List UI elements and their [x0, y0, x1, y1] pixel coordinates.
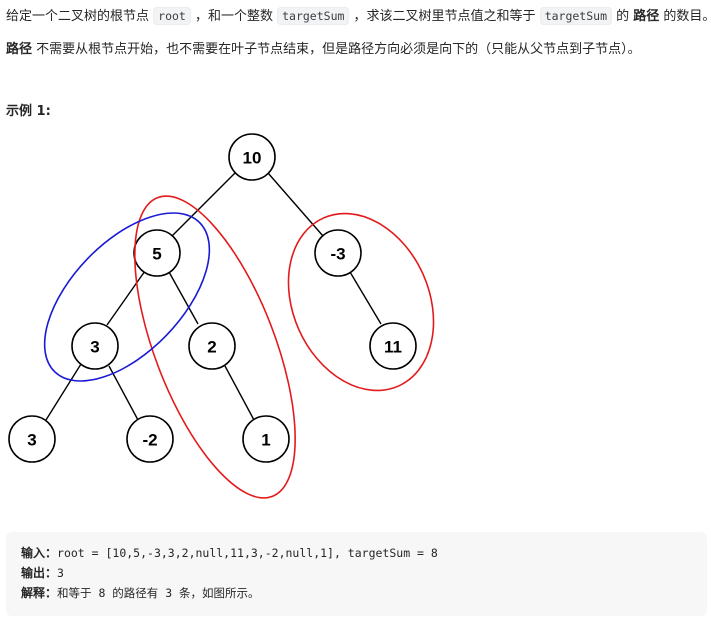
explain-label: 解释：: [21, 586, 58, 600]
intro-suffix: 的数目。: [659, 9, 711, 24]
edge-5-2: [168, 271, 199, 325]
path-definition: 路径 不需要从根节点开始，也不需要在叶子节点结束，但是路径方向必须是向下的（只能…: [6, 40, 641, 60]
tree-node: -2: [126, 415, 174, 463]
edge-10--3: [267, 172, 324, 237]
code-target-sum-2: targetSum: [539, 7, 612, 25]
example-output-line: 输出：3: [21, 563, 692, 583]
edge--3-11: [349, 271, 382, 325]
code-root: root: [153, 7, 191, 25]
example-box: 输入：root = [10,5,-3,3,2,null,11,3,-2,null…: [6, 532, 707, 616]
edge-3-3: [45, 363, 82, 421]
path-highlight-5-3: [43, 212, 211, 382]
node-3b-label: 3: [27, 431, 36, 450]
node-3-circle: [71, 322, 119, 370]
node-2-circle: [188, 322, 236, 370]
node-3b-circle: [8, 415, 56, 463]
intro-mid2: ，求该二叉树里节点值之和等于: [349, 9, 540, 24]
tree-node: -3: [314, 229, 362, 277]
node-1-label: 1: [261, 431, 270, 450]
node-neg3-circle: [314, 229, 362, 277]
node-5-label: 5: [152, 245, 161, 264]
example-input-line: 输入：root = [10,5,-3,3,2,null,11,3,-2,null…: [21, 543, 692, 563]
intro-mid3: 的: [612, 9, 634, 24]
tree-node: 1: [242, 415, 290, 463]
path-bold: 路径: [633, 9, 660, 24]
example-explain-line: 解释：和等于 8 的路径有 3 条，如图所示。: [21, 583, 692, 603]
intro-prefix: 给定一个二叉树的根节点: [6, 9, 154, 24]
node-10-circle: [228, 133, 276, 181]
node-11-label: 11: [384, 338, 402, 357]
path-def-bold: 路径: [6, 42, 33, 57]
node-11-circle: [369, 322, 417, 370]
output-label: 输出：: [21, 566, 58, 580]
explain-value: 和等于 8 的路径有 3 条，如图所示。: [57, 586, 260, 600]
input-label: 输入：: [21, 546, 58, 560]
node-neg2-circle: [126, 415, 174, 463]
output-value: 3: [57, 566, 64, 580]
tree-node: 11: [369, 322, 417, 370]
node-3-label: 3: [90, 338, 99, 357]
node-2-label: 2: [207, 338, 216, 357]
binary-tree-diagram: 10 5 -3 3 2 11 3 -2 1: [8, 133, 435, 499]
path-highlight-5-2-1: [134, 195, 296, 499]
edge-5-3: [106, 270, 146, 326]
problem-description: 给定一个二叉树的根节点 root ，和一个整数 targetSum ，求该二叉树…: [6, 6, 711, 27]
tree-node: 2: [188, 322, 236, 370]
input-value: root = [10,5,-3,3,2,null,11,3,-2,null,1]…: [57, 546, 438, 560]
path-highlight-neg3-11: [287, 212, 435, 392]
example-title: 示例 1:: [6, 104, 51, 119]
node-neg2-label: -2: [142, 431, 157, 450]
path-def-text: 不需要从根节点开始，也不需要在叶子节点结束，但是路径方向必须是向下的（只能从父节…: [32, 42, 641, 57]
node-5-circle: [133, 229, 181, 277]
edge-3--2: [108, 365, 139, 421]
tree-node: 3: [8, 415, 56, 463]
intro-mid: ，和一个整数: [190, 9, 278, 24]
node-neg3-label: -3: [330, 245, 345, 264]
tree-node: 3: [71, 322, 119, 370]
tree-node: 5: [133, 229, 181, 277]
node-10-label: 10: [243, 149, 262, 168]
node-1-circle: [242, 415, 290, 463]
edge-2-1: [224, 365, 255, 421]
edge-10-5: [171, 172, 236, 237]
code-target-sum: targetSum: [277, 7, 350, 25]
tree-node: 10: [228, 133, 276, 181]
